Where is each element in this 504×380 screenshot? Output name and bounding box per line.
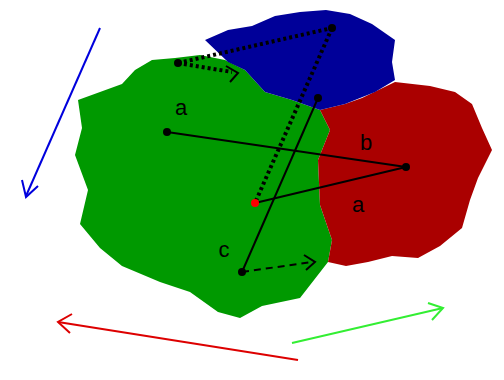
dashed-arrow (242, 262, 312, 272)
arrow-head (428, 303, 443, 320)
blue-arrow (26, 28, 100, 196)
points (163, 24, 410, 276)
dotted-lines (178, 28, 332, 203)
red-point (251, 199, 259, 207)
point-label: b (360, 132, 372, 154)
solid-lines (167, 98, 406, 272)
red-region (318, 82, 492, 266)
arrow-head (58, 314, 72, 333)
red-arrow (58, 322, 298, 360)
arrow-head (226, 66, 238, 82)
point-label: c (219, 239, 230, 261)
point-label: a (175, 97, 187, 119)
arrow-head (304, 255, 315, 270)
point-label: a (352, 194, 364, 216)
arrow-head (22, 180, 38, 197)
blue-region (205, 10, 395, 110)
green-arrow (292, 308, 443, 343)
